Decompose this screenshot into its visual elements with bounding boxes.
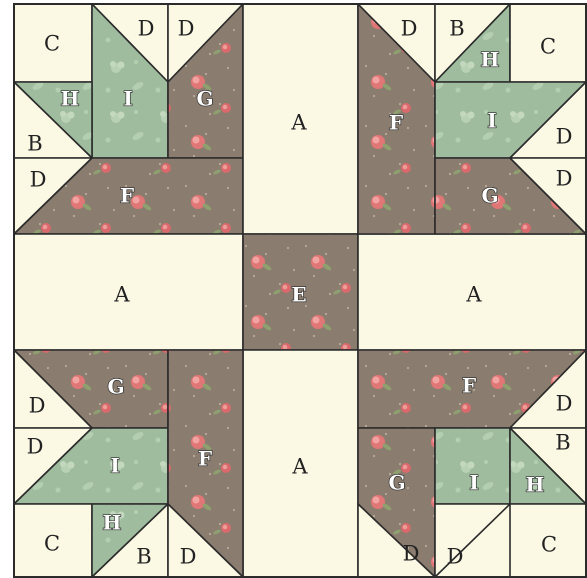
label-d: D — [29, 394, 46, 418]
label-d: D — [138, 17, 155, 41]
label-f: F — [389, 111, 403, 135]
label-e: E — [291, 283, 306, 307]
label-g: G — [481, 184, 498, 208]
label-f: F — [198, 447, 212, 471]
label-i: I — [487, 109, 496, 133]
label-d: D — [556, 167, 573, 191]
label-h: H — [481, 48, 500, 72]
label-d: D — [27, 435, 44, 459]
label-d: D — [556, 125, 573, 149]
label-c: C — [540, 35, 556, 59]
label-c: C — [44, 32, 60, 56]
label-d: D — [401, 17, 418, 41]
label-h: H — [61, 87, 80, 111]
label-g: G — [388, 471, 405, 495]
label-b: B — [136, 545, 151, 569]
label-f: F — [462, 374, 476, 398]
label-c: C — [44, 532, 60, 556]
label-g: G — [107, 375, 124, 399]
label-d: D — [180, 545, 197, 569]
label-a: A — [113, 283, 130, 307]
label-d: D — [403, 542, 420, 566]
label-c: C — [541, 533, 557, 557]
label-a: A — [290, 111, 307, 135]
label-g: G — [196, 87, 213, 111]
label-h: H — [103, 511, 122, 535]
label-b: B — [449, 17, 464, 41]
label-b: B — [27, 132, 42, 156]
label-i: I — [123, 87, 132, 111]
label-i: I — [469, 471, 478, 495]
label-d: D — [447, 545, 464, 569]
label-a: A — [291, 455, 308, 479]
label-f: F — [120, 184, 134, 208]
label-a: A — [465, 283, 482, 307]
label-b: B — [555, 431, 570, 455]
label-d: D — [556, 392, 573, 416]
label-d: D — [178, 17, 195, 41]
label-h: H — [526, 473, 545, 497]
label-i: I — [110, 454, 119, 478]
label-d: D — [30, 168, 47, 192]
